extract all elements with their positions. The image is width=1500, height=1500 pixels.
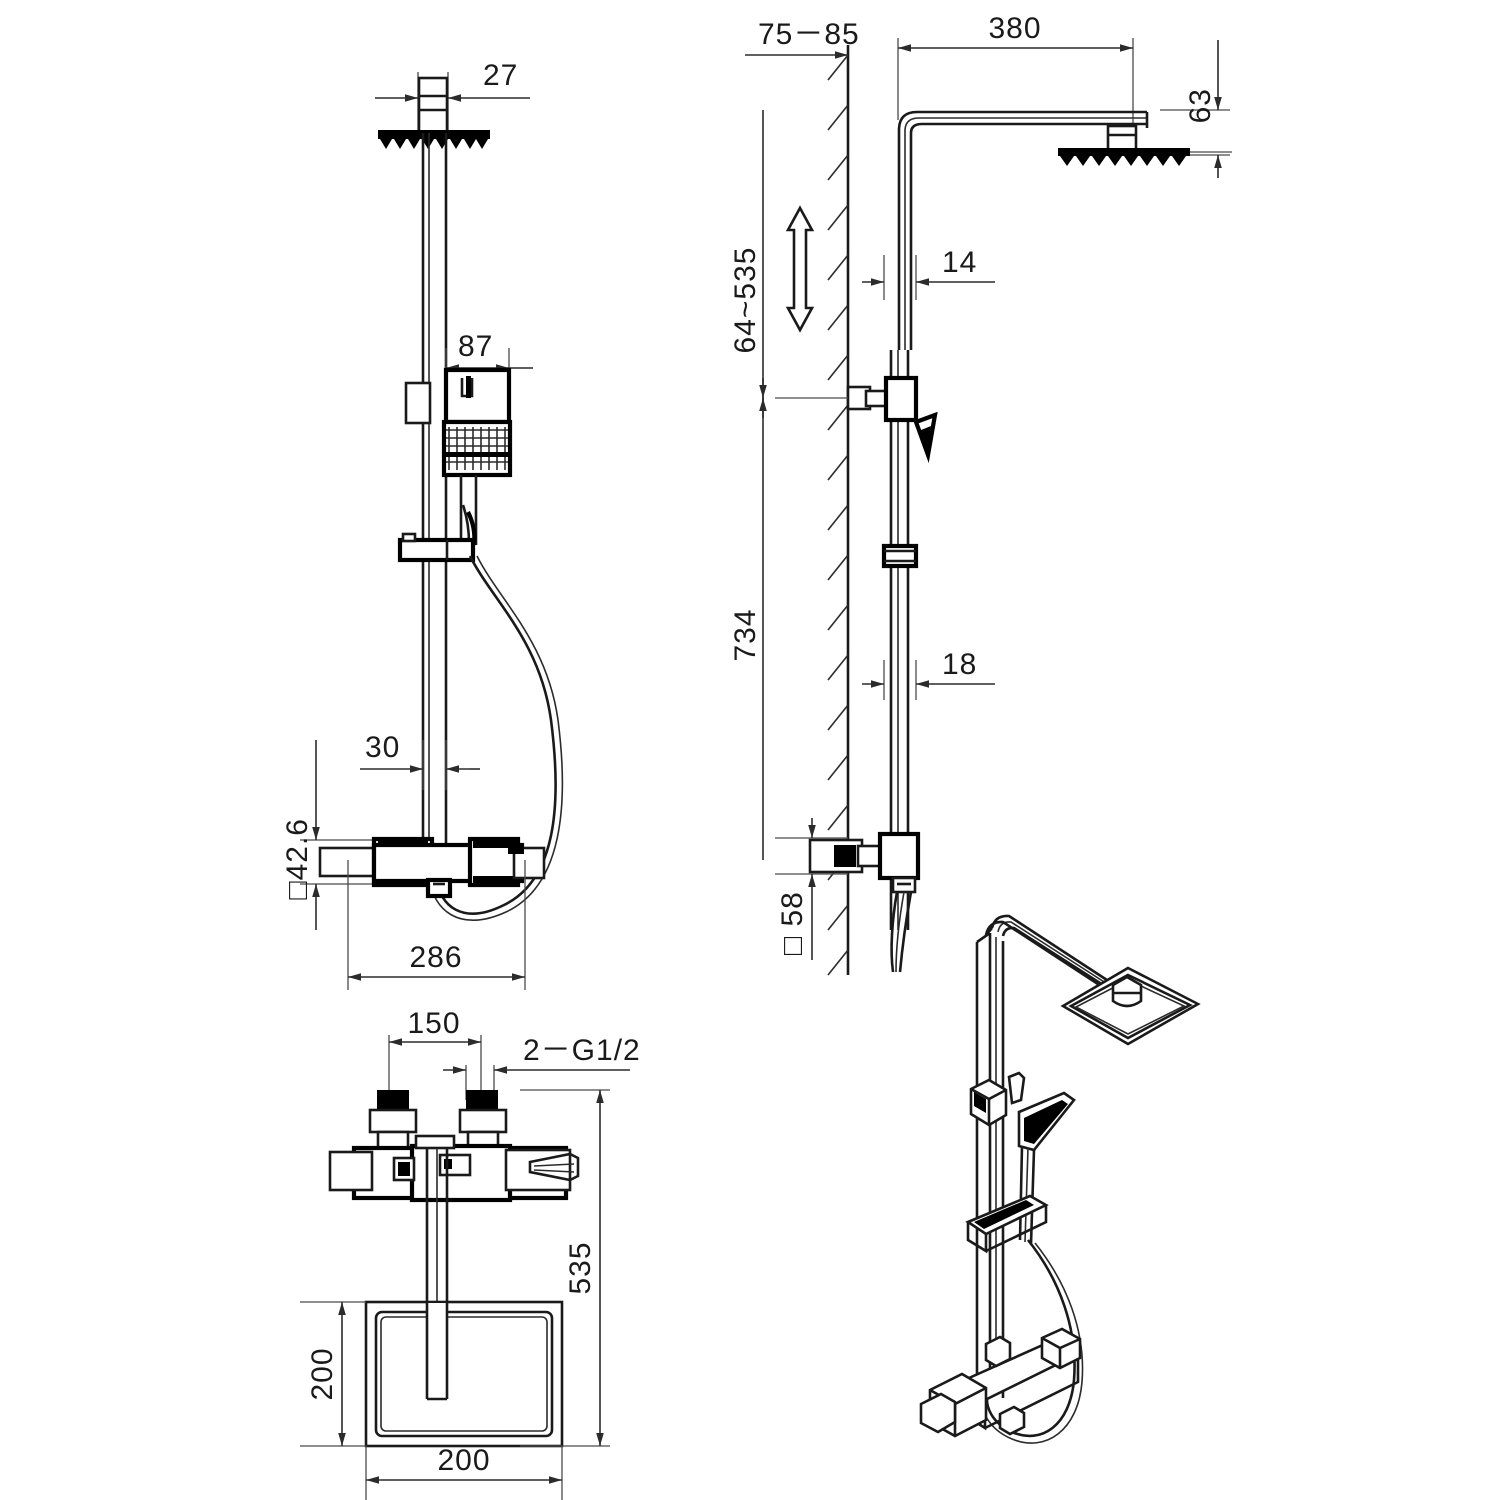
dim-label-58: □ 58	[776, 891, 809, 955]
dimension-wall-offset-75-85: 75－85	[745, 18, 860, 59]
view-front-elevation: 27	[281, 59, 564, 990]
dimension-arm-reach-380: 380	[897, 12, 1134, 128]
dimension-arm-length-535: 535	[520, 1089, 610, 1447]
dimension-head-width-200: 200	[365, 1444, 563, 1500]
dimension-head-thickness-63: 63	[1160, 40, 1230, 178]
iso-rain-head	[1060, 966, 1201, 1046]
dim-label-64-535: 64~535	[729, 247, 762, 354]
thermostatic-bar-valve-front	[318, 836, 546, 899]
dimension-height-734: 734	[729, 378, 848, 860]
iso-upper-bracket	[969, 1071, 1026, 1127]
dim-label-27: 27	[483, 59, 518, 92]
overhead-shower-head-side	[1058, 124, 1232, 166]
thermostatic-valve-side	[808, 831, 921, 894]
sliding-clamp-side	[881, 543, 919, 569]
dim-label-14: 14	[942, 246, 977, 279]
dim-label-30: 30	[365, 731, 400, 764]
dim-label-200-depth: 200	[306, 1347, 339, 1400]
wall-bracket-side	[846, 375, 938, 464]
dimension-slide-range-64-535: 64~535	[729, 110, 764, 400]
wall-section	[827, 45, 850, 976]
view-plan: 150 2－G1/2	[300, 1007, 641, 1500]
riser-rail-front	[421, 133, 448, 848]
iso-shower-arm	[984, 914, 1115, 994]
dimension-head-depth-200: 200	[300, 1301, 366, 1447]
view-side-elevation: 75－85 380 63	[729, 12, 1232, 976]
dim-label-18: 18	[942, 648, 977, 681]
dimension-inlet-centres-150: 150	[388, 1007, 482, 1100]
dim-label-87: 87	[458, 330, 493, 363]
dimension-rail-depth-18: 18	[862, 648, 995, 700]
thermostatic-valve-plan	[328, 1090, 580, 1203]
flexible-hose-side	[890, 891, 913, 973]
dimension-valve-42_6: □42.6	[281, 740, 390, 930]
height-adjust-arrow-icon	[785, 205, 815, 333]
hand-shower-front	[404, 367, 513, 546]
view-isometric	[919, 914, 1201, 1444]
slider-bracket-front	[397, 532, 476, 563]
dim-label-286: 286	[409, 941, 462, 974]
flexible-hose-front	[429, 555, 564, 922]
iso-slider-bracket	[965, 1194, 1049, 1254]
dim-label-75-85: 75－85	[758, 18, 860, 51]
dim-label-734: 734	[729, 608, 762, 661]
dim-label-535: 535	[564, 1241, 597, 1294]
dimension-overall-286: 286	[347, 860, 526, 990]
dimension-riser-30: 30	[360, 731, 480, 790]
shower-arm-side	[897, 110, 1149, 350]
dim-label-42-6: □42.6	[281, 818, 314, 900]
dim-label-380: 380	[988, 12, 1041, 45]
dim-label-200-width: 200	[437, 1444, 490, 1477]
dimension-riser-depth-14: 14	[862, 246, 995, 300]
dim-label-150: 150	[407, 1007, 460, 1040]
iso-riser-rail	[975, 931, 1005, 1402]
dimension-valve-depth-58: □ 58	[775, 818, 848, 960]
overhead-head-plan	[364, 1300, 564, 1448]
dimension-thread-2-g12: 2－G1/2	[443, 1034, 641, 1100]
iso-thermostatic-valve	[919, 1327, 1082, 1438]
overhead-shower-head-front	[378, 76, 490, 149]
dim-label-2-g1-2: 2－G1/2	[523, 1034, 641, 1067]
dim-label-63: 63	[1184, 88, 1217, 123]
dimension-head-width-27: 27	[375, 59, 530, 132]
